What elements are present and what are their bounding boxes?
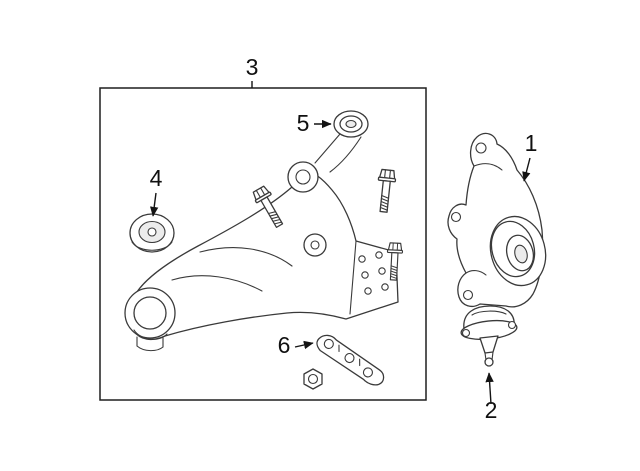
control-arm-body [129, 169, 399, 341]
callout-3: 3 [246, 54, 259, 88]
callout-1: 1 [522, 130, 538, 182]
ball-joint [460, 305, 518, 367]
callout-5-label[interactable]: 5 [297, 110, 310, 136]
callout-2-arrow [485, 372, 494, 405]
bushing-housing-ring [124, 287, 176, 352]
callout-2-label[interactable]: 2 [485, 397, 498, 423]
mid-arm-hole [310, 240, 320, 250]
steering-knuckle [447, 132, 547, 308]
hub-bearing-face [489, 215, 547, 287]
callout-6-label[interactable]: 6 [278, 332, 291, 358]
hex-nut [303, 368, 323, 390]
callout-1-arrow [522, 157, 531, 182]
callout-5: 5 [297, 110, 332, 136]
ball-stud-tip [484, 357, 494, 367]
callout-4-arrow [150, 192, 159, 217]
callout-4-label[interactable]: 4 [150, 165, 163, 191]
front-bushing [333, 110, 369, 138]
upper-pivot-hole [295, 169, 311, 185]
callout-3-label[interactable]: 3 [246, 54, 259, 80]
callout-6-arrow [294, 340, 314, 350]
support-bracket [316, 334, 385, 386]
lower-control-arm [124, 110, 399, 352]
rear-bushing [129, 213, 175, 253]
plate-bolt-holes [358, 251, 389, 295]
flange-bolt-2 [374, 168, 398, 214]
callout-6: 6 [278, 332, 314, 358]
callout-4: 4 [150, 165, 163, 217]
assembly-boundary-box [99, 87, 427, 401]
callout-2: 2 [485, 372, 498, 423]
callout-1-label[interactable]: 1 [525, 130, 538, 156]
